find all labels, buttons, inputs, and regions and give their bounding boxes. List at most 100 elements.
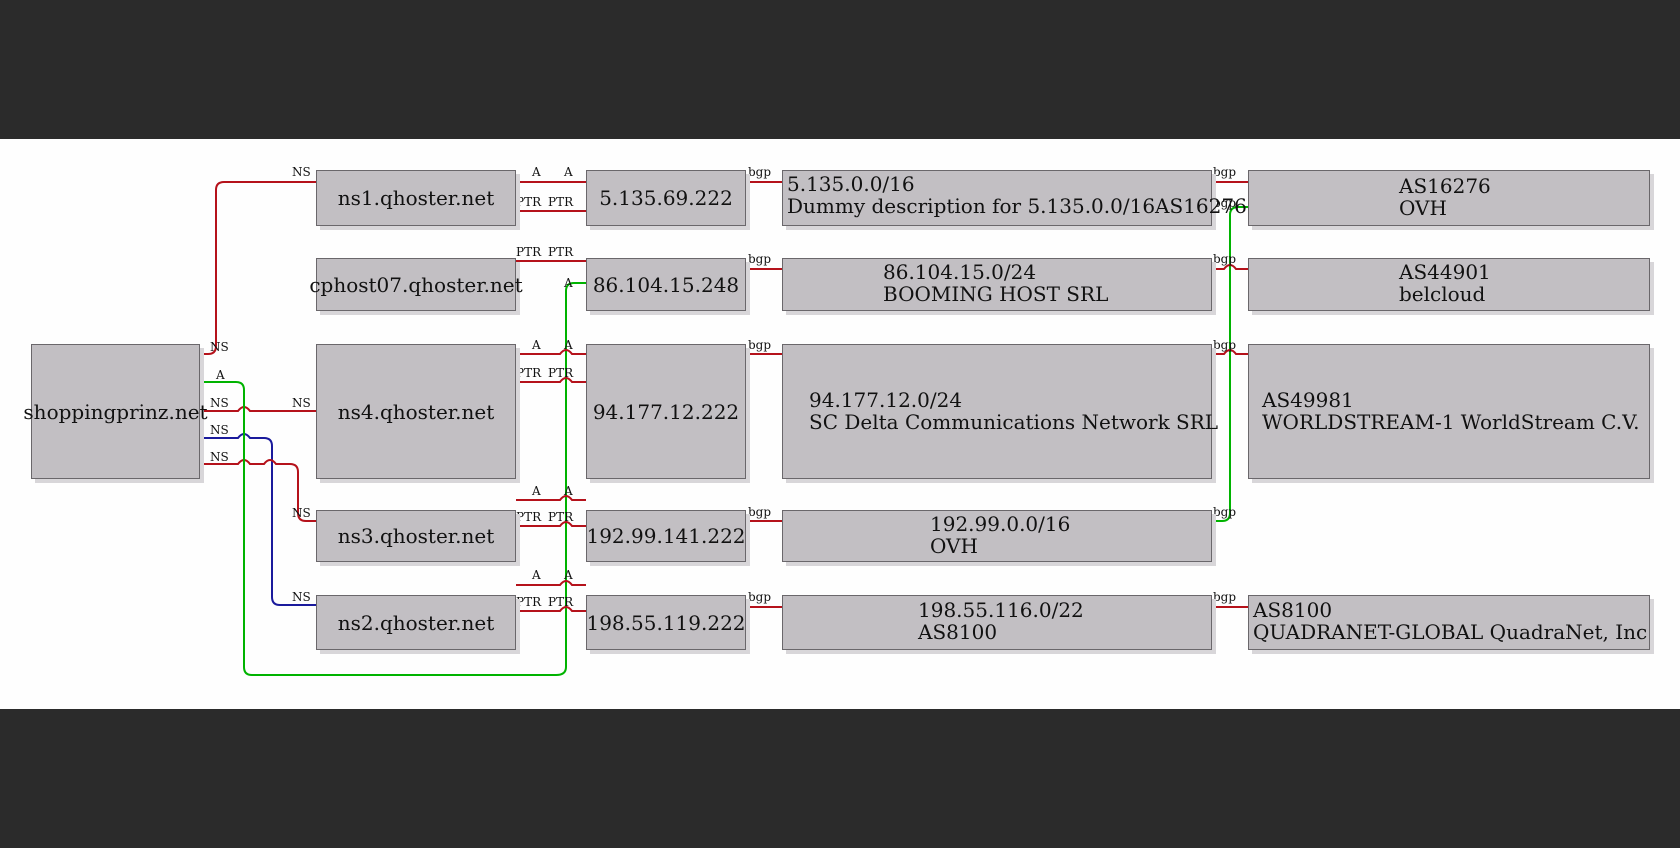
node-ip5[interactable]: 198.55.119.222 [586, 595, 746, 650]
label-a-ip1: A [563, 165, 573, 179]
label-bgp-net2: bgp [1213, 252, 1236, 266]
node-net1-desc: Dummy description for 5.135.0.0/16AS1627… [787, 194, 1247, 218]
label-bgp-ip5: bgp [748, 590, 771, 604]
node-ns1[interactable]: ns1.qhoster.net [316, 170, 516, 226]
edge-ns2-ip5-a [516, 580, 586, 586]
node-net2-prefix: 86.104.15.0/24 [883, 260, 1037, 284]
label-bgp-ip2: bgp [748, 252, 771, 266]
node-ip3-label: 94.177.12.222 [592, 399, 740, 424]
node-net2-desc: BOOMING HOST SRL [883, 282, 1109, 306]
node-ip3[interactable]: 94.177.12.222 [586, 344, 746, 479]
node-ip5-label: 198.55.119.222 [586, 610, 746, 635]
edge-net2-as2 [1212, 264, 1248, 270]
node-ip4[interactable]: 192.99.141.222 [586, 510, 746, 562]
label-a-ip4: A [563, 484, 573, 498]
node-net4[interactable]: 192.99.0.0/16 OVH [782, 510, 1212, 562]
node-as1[interactable]: AS16276 OVH [1248, 170, 1650, 226]
label-ns-domain-ns4: NS [210, 396, 229, 410]
node-ns2-label: ns2.qhoster.net [337, 610, 495, 635]
node-ns4[interactable]: ns4.qhoster.net [316, 344, 516, 479]
node-as3-name: WORLDSTREAM-1 WorldStream C.V. [1262, 410, 1640, 434]
label-bgp-ip1: bgp [748, 165, 771, 179]
node-net5-prefix: 198.55.116.0/22 [918, 598, 1084, 622]
node-net5-desc: AS8100 [918, 620, 998, 644]
edges-layer: NS NS A NS NS NS NS NS NS A A PTR PTR PT… [200, 165, 1248, 676]
node-net3-prefix: 94.177.12.0/24 [809, 388, 963, 412]
label-ptr-ns2: PTR [516, 595, 542, 609]
node-ip2[interactable]: 86.104.15.248 [586, 258, 746, 311]
label-ptr-ns3: PTR [516, 510, 542, 524]
label-ptr-ip2: PTR [548, 245, 574, 259]
node-as2[interactable]: AS44901 belcloud [1248, 258, 1650, 311]
label-ns-ns1: NS [292, 165, 311, 179]
node-as3[interactable]: AS49981 WORLDSTREAM-1 WorldStream C.V. [1248, 344, 1650, 479]
label-bgp-net1: bgp [1213, 165, 1236, 179]
node-domain-label: shoppingprinz.net [23, 399, 208, 424]
label-ptr-ip3: PTR [548, 366, 574, 380]
label-bgp-as1: bgp [1213, 196, 1236, 210]
edge-domain-ns3 [200, 459, 316, 522]
node-ip4-label: 192.99.141.222 [586, 524, 746, 548]
node-as1-number: AS16276 [1399, 174, 1491, 198]
node-net4-prefix: 192.99.0.0/16 [930, 512, 1071, 536]
node-net3-desc: SC Delta Communications Network SRL [809, 410, 1219, 434]
label-ptr-ip1: PTR [548, 195, 574, 209]
label-ptr-ns1: PTR [516, 195, 542, 209]
node-ip1[interactable]: 5.135.69.222 [586, 170, 746, 226]
node-as1-name: OVH [1399, 196, 1447, 220]
edge-ip4-ns3-ptr [516, 521, 586, 527]
edge-ns4-ip3-a [516, 349, 586, 355]
node-ns4-label: ns4.qhoster.net [337, 399, 495, 424]
diagram-canvas: NS NS A NS NS NS NS NS NS A A PTR PTR PT… [0, 139, 1680, 709]
label-a-ns4: A [531, 338, 541, 352]
node-ns3[interactable]: ns3.qhoster.net [316, 510, 516, 562]
node-net5[interactable]: 198.55.116.0/22 AS8100 [782, 595, 1212, 650]
edge-net4-as1 [1212, 206, 1248, 522]
label-ptr-ns4: PTR [516, 366, 542, 380]
node-as2-number: AS44901 [1399, 260, 1491, 284]
label-bgp-ip4: bgp [748, 505, 771, 519]
label-ns-domain-ns3: NS [210, 450, 229, 464]
node-net3[interactable]: 94.177.12.0/24 SC Delta Communications N… [782, 344, 1218, 479]
label-bgp-net4: bgp [1213, 505, 1236, 519]
node-domain[interactable]: shoppingprinz.net [23, 344, 208, 479]
label-bgp-ip3: bgp [748, 338, 771, 352]
node-ns2[interactable]: ns2.qhoster.net [316, 595, 516, 650]
node-as4-number: AS8100 [1253, 598, 1333, 622]
label-ns-ns4: NS [292, 396, 311, 410]
node-as4[interactable]: AS8100 QUADRANET-GLOBAL QuadraNet, Inc [1248, 595, 1650, 650]
node-ns1-label: ns1.qhoster.net [337, 186, 495, 210]
node-ip2-label: 86.104.15.248 [592, 272, 740, 297]
node-as2-name: belcloud [1399, 282, 1486, 306]
edge-ip5-ns2-ptr [516, 606, 586, 612]
label-bgp-net5: bgp [1213, 590, 1236, 604]
node-ns3-label: ns3.qhoster.net [337, 524, 495, 548]
node-net1[interactable]: 5.135.0.0/16 Dummy description for 5.135… [782, 170, 1247, 226]
node-cphost07-label: cphost07.qhoster.net [309, 272, 523, 297]
node-cphost07[interactable]: cphost07.qhoster.net [309, 258, 523, 311]
label-ns-ns2: NS [292, 590, 311, 604]
label-ns-domain-ns2: NS [210, 423, 229, 437]
label-ptr-ip5: PTR [548, 595, 574, 609]
node-net1-prefix: 5.135.0.0/16 [787, 172, 915, 196]
label-bgp-net3: bgp [1213, 338, 1236, 352]
edge-ns3-ip4-a [516, 495, 586, 501]
label-a-domain: A [215, 368, 225, 382]
label-a-ip2: A [563, 276, 573, 290]
node-as4-name: QUADRANET-GLOBAL QuadraNet, Inc [1253, 620, 1648, 644]
edge-ip3-ns4-ptr [516, 377, 586, 383]
node-net2[interactable]: 86.104.15.0/24 BOOMING HOST SRL [782, 258, 1212, 311]
label-a-ip5: A [563, 568, 573, 582]
node-ip1-label: 5.135.69.222 [599, 186, 733, 210]
node-as3-number: AS49981 [1262, 388, 1354, 412]
node-net4-desc: OVH [930, 534, 978, 558]
label-a-ns1: A [531, 165, 541, 179]
label-ptr-cphost07: PTR [516, 245, 542, 259]
edge-net3-as3 [1212, 349, 1248, 355]
edge-domain-ip2 [200, 282, 586, 676]
label-ns-ns3: NS [292, 506, 311, 520]
label-a-ns2: A [531, 568, 541, 582]
label-a-ip3: A [563, 338, 573, 352]
label-ns-domain-top: NS [210, 340, 229, 354]
edge-domain-ns1 [200, 181, 316, 355]
